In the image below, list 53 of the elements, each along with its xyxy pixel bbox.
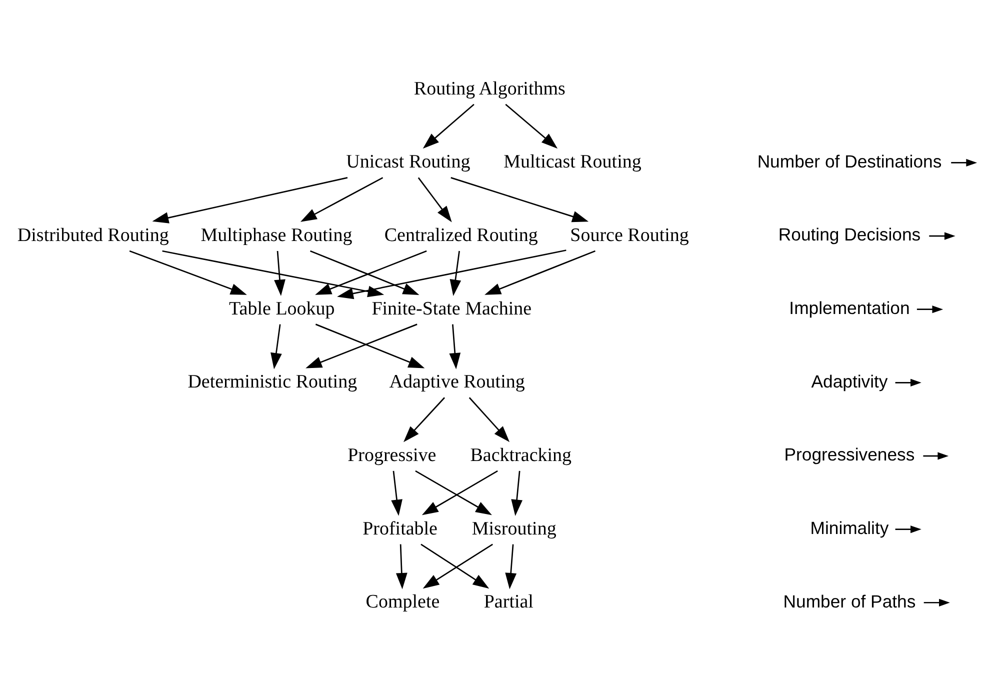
arrow: [505, 544, 517, 589]
node-text: Number of Destinations: [757, 150, 942, 171]
arrow: [152, 176, 348, 223]
node-text: Implementation: [789, 297, 910, 318]
node-text: Profitable: [362, 518, 438, 539]
arrow: [300, 176, 384, 222]
node-text: Centralized Routing: [384, 224, 538, 246]
node-text: Deterministic Routing: [188, 371, 358, 392]
arrow: [274, 250, 286, 296]
arrow: [951, 158, 978, 166]
node-text: Progressiveness: [784, 444, 915, 464]
node-text: Complete: [366, 591, 440, 612]
arrow: [422, 103, 474, 148]
arrow: [916, 305, 944, 313]
arrow: [337, 249, 566, 299]
arrow: [929, 232, 956, 240]
arrow: [505, 103, 558, 148]
node-text: Backtracking: [470, 444, 572, 466]
node-text: Source Routing: [570, 224, 689, 246]
arrow: [924, 598, 950, 606]
arrow: [391, 470, 402, 516]
node-text: Adaptive Routing: [389, 371, 525, 392]
node-text: Distributed Routing: [17, 224, 169, 246]
arrow: [450, 176, 589, 222]
arrow: [895, 525, 922, 533]
node-text: Progressive: [348, 444, 436, 466]
arrow: [422, 470, 498, 515]
node-text: Misrouting: [472, 518, 556, 539]
arrow: [270, 324, 282, 369]
arrow: [418, 176, 452, 222]
node-text: Finite-State Machine: [372, 298, 532, 319]
node-text: Number of Paths: [783, 590, 916, 611]
node-text: Table Lookup: [229, 298, 335, 319]
arrow: [162, 250, 384, 297]
arrow: [129, 250, 247, 294]
arrow: [415, 470, 492, 515]
arrow: [895, 378, 922, 386]
arrow: [468, 396, 510, 442]
arrow: [511, 470, 522, 516]
node-text: Unicast Routing: [346, 151, 470, 172]
arrow: [450, 250, 462, 296]
arrow: [403, 396, 446, 442]
node-text: Routing Decisions: [778, 224, 921, 244]
arrow: [484, 250, 596, 294]
arrow: [449, 324, 461, 369]
node-text: Minimality: [810, 517, 889, 538]
arrow: [396, 544, 408, 589]
node-text: Multiphase Routing: [200, 224, 352, 246]
node-text: Partial: [484, 591, 534, 612]
node-text: Multicast Routing: [504, 151, 642, 172]
arrow: [923, 452, 949, 460]
node-text: Adaptivity: [811, 370, 888, 391]
node-text: Routing Algorithms: [414, 78, 566, 99]
